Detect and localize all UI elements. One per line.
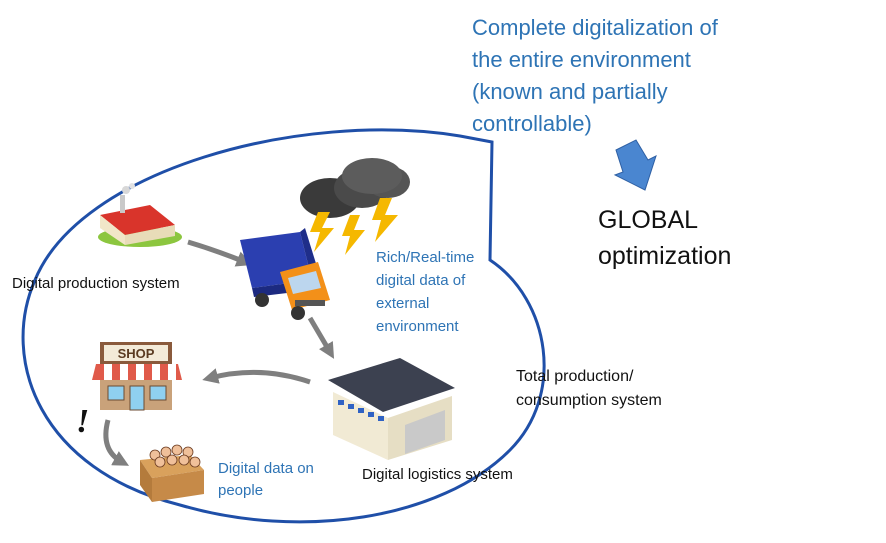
headline-text: Complete digitalization of the entire en… bbox=[472, 15, 718, 136]
flow-arrow-production bbox=[187, 239, 253, 267]
shop-sign-text: SHOP bbox=[118, 346, 155, 361]
label-people-data: Digital data on people bbox=[218, 460, 314, 499]
flow-arrow-distribution bbox=[202, 368, 311, 385]
storm-cloud-icon bbox=[300, 158, 410, 255]
label-realtime-data: Rich/Real-time digital data of external … bbox=[376, 249, 475, 335]
label-production-system: Digital production system bbox=[12, 275, 180, 292]
warehouse-icon bbox=[328, 358, 455, 460]
label-total-system: Total production/ consumption system bbox=[516, 368, 662, 409]
flow-arrow-consumption bbox=[103, 419, 130, 466]
shop-icon: SHOP bbox=[92, 342, 182, 411]
down-arrow-icon bbox=[613, 139, 657, 191]
people-box-icon bbox=[140, 444, 204, 502]
exclamation-mark: ! bbox=[76, 403, 89, 440]
result-line1: GLOBAL bbox=[598, 206, 699, 234]
truck-icon bbox=[240, 228, 330, 320]
factory-icon bbox=[98, 183, 182, 247]
result-line2: optimization bbox=[598, 242, 732, 270]
label-logistics-system: Digital logistics system bbox=[362, 466, 513, 483]
flow-arrow-logistics bbox=[307, 316, 335, 359]
